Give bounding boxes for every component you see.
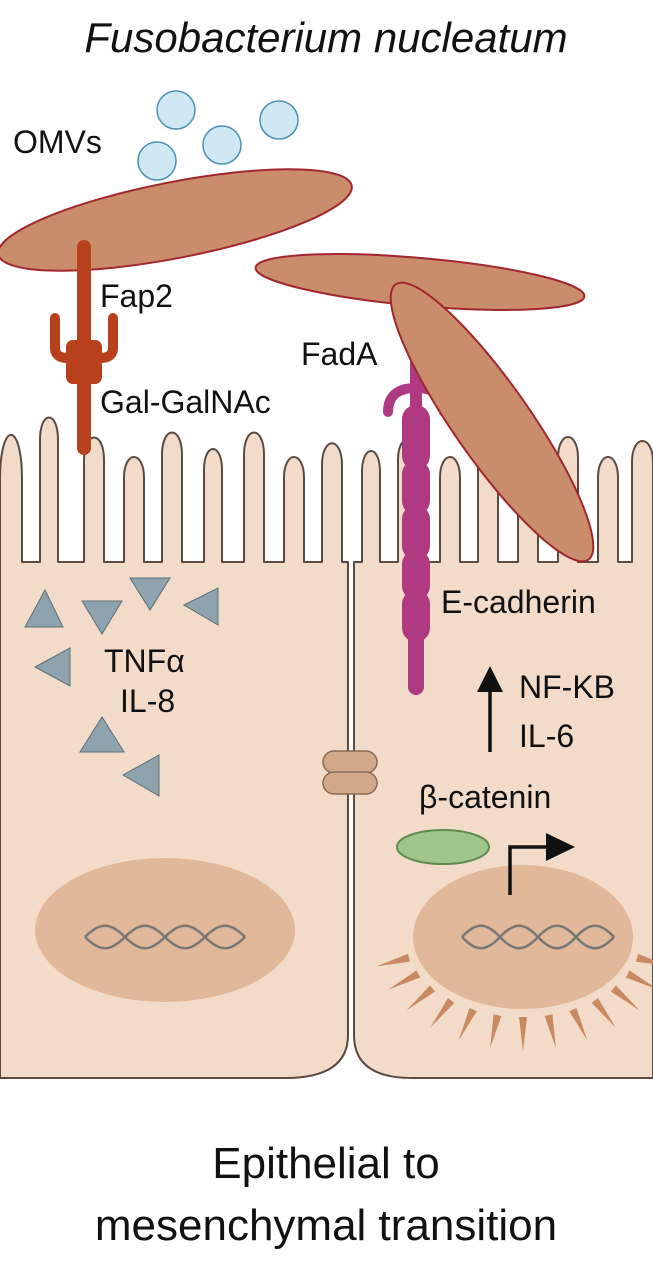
bacterium-right-diagonal <box>389 281 595 563</box>
nuclear-spike <box>635 953 653 965</box>
cytokine-triangle <box>121 754 160 797</box>
fap2-label: Fap2 <box>100 278 173 314</box>
nuclear-spike <box>569 1007 588 1041</box>
e-cadherin-label: E-cadherin <box>441 584 596 620</box>
nuclear-spike <box>430 998 455 1028</box>
gal-galnac-label: Gal-GalNAc <box>100 384 271 420</box>
right-dna-helix <box>461 924 615 950</box>
omv-vesicle <box>259 100 299 140</box>
transcription-arrow <box>508 833 575 895</box>
fada-label: FadA <box>301 336 378 372</box>
cytokine-triangle <box>129 577 171 611</box>
nuclear-spike <box>625 970 653 988</box>
caption-line-1: Epithelial to <box>212 1139 439 1188</box>
nuclear-spike <box>406 985 436 1011</box>
omv-vesicles <box>137 90 299 181</box>
beta-catenin-molecule <box>396 829 490 865</box>
tnfa-label: TNFα <box>104 643 185 679</box>
fap2-receptor <box>50 240 118 455</box>
omv-vesicle <box>137 141 177 181</box>
nuclear-spike <box>458 1007 477 1041</box>
nuclear-spike <box>388 970 421 990</box>
cell-junction <box>322 750 378 795</box>
nfkb-label: NF-KB <box>519 669 615 705</box>
nuclear-spike <box>610 985 640 1011</box>
beta-catenin-label: β-catenin <box>419 779 551 815</box>
cytokine-triangle <box>24 588 64 628</box>
cytokine-triangle <box>33 647 71 687</box>
left-nucleus <box>35 858 295 1002</box>
omv-vesicle <box>156 90 196 130</box>
nuclear-spike <box>591 998 616 1028</box>
omv-vesicle <box>202 125 242 165</box>
nuclear-spike <box>544 1014 556 1049</box>
right-nucleus <box>413 865 633 1009</box>
cytokine-triangle <box>81 600 123 635</box>
cytokine-triangle <box>182 587 219 626</box>
omvs-label: OMVs <box>13 124 102 160</box>
il8-label: IL-8 <box>120 683 175 719</box>
left-dna-helix <box>84 924 246 950</box>
nuclear-spike <box>490 1014 502 1049</box>
cytokines <box>24 577 219 797</box>
cytokine-triangle <box>79 716 125 753</box>
upregulation-arrow <box>477 666 503 752</box>
nuclear-spike <box>519 1017 527 1051</box>
nuclear-spikes <box>376 953 653 1051</box>
title: Fusobacterium nucleatum <box>84 14 567 61</box>
il6-label: IL-6 <box>519 718 574 754</box>
caption-line-2: mesenchymal transition <box>95 1201 557 1250</box>
nuclear-spike <box>376 953 411 967</box>
